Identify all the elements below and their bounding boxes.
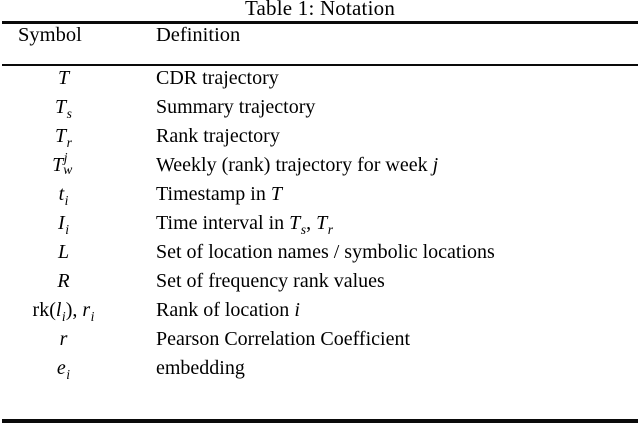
table-row: Ii Time interval in Ts, Tr — [0, 209, 640, 238]
symbol-glyph-r: r — [59, 328, 68, 350]
table-row: T CDR trajectory — [0, 64, 640, 93]
definition-math-i: i — [294, 299, 300, 321]
symbol-cell: L — [0, 238, 143, 267]
symbol-cell: Ts — [0, 93, 143, 122]
spacer-cell-definition — [143, 0, 640, 24]
definition-cell: Weekly (rank) trajectory for week j — [143, 151, 640, 180]
definition-cell: Time interval in Ts, Tr — [143, 209, 640, 238]
table-header-row: Symbol Definition — [0, 24, 640, 64]
symbol-glyph-l: l — [55, 299, 62, 321]
symbol-cell: r — [0, 325, 143, 354]
table-caption: Table 1: Notation — [244, 0, 396, 20]
definition-text: Weekly (rank) trajectory for week — [156, 154, 433, 176]
caption-spacer-row — [0, 0, 640, 24]
definition-cell: Set of location names / symbolic locatio… — [143, 238, 640, 267]
table-row: ei embedding — [0, 354, 640, 383]
notation-table: Symbol Definition T CDR trajectory Ts Su… — [0, 0, 640, 383]
spacer-cell-symbol — [0, 0, 143, 24]
symbol-separator: ), — [65, 299, 83, 321]
definition-text: Rank trajectory — [156, 125, 280, 147]
table-caption-clip: Table 1: Notation — [0, 0, 640, 21]
symbol-subscript-r: r — [66, 135, 72, 150]
symbol-subscript-i: i — [66, 367, 71, 382]
table-row: Tr Rank trajectory — [0, 122, 640, 151]
definition-text: Summary trajectory — [156, 96, 316, 118]
symbol-glyph-r: r — [82, 299, 91, 321]
definition-math-Ts: T — [289, 212, 301, 234]
definition-text: Timestamp in — [156, 183, 271, 205]
table-row: Ts Summary trajectory — [0, 93, 640, 122]
symbol-subscript-i: i — [65, 222, 69, 237]
symbol-subscript-i: i — [61, 309, 66, 324]
symbol-cell: ei — [0, 354, 143, 383]
definition-cell: Timestamp in T — [143, 180, 640, 209]
symbol-operator-rk: rk( — [32, 299, 56, 321]
symbol-glyph-T: T — [55, 96, 67, 118]
definition-cell: Set of frequency rank values — [143, 267, 640, 296]
symbol-subscript-s: s — [66, 106, 72, 121]
symbol-glyph-R: R — [57, 270, 70, 292]
table-row: R Set of frequency rank values — [0, 267, 640, 296]
definition-math-Tr: T — [316, 212, 328, 234]
symbol-glyph-I: I — [58, 212, 65, 234]
definition-cell: Rank trajectory — [143, 122, 640, 151]
definition-subscript-r: r — [327, 222, 333, 237]
table-bottomrule — [2, 419, 638, 423]
symbol-superscript-j: j — [63, 149, 68, 165]
definition-text: Rank of location — [156, 299, 295, 321]
symbol-glyph-T: T — [57, 67, 70, 89]
symbol-cell: Tr — [0, 122, 143, 151]
symbol-subscript-w: w — [63, 162, 73, 178]
column-header-symbol: Symbol — [18, 24, 82, 46]
table-row: rk(li), ri Rank of location i — [0, 296, 640, 325]
definition-subscript-s: s — [300, 222, 307, 237]
definition-cell: Pearson Correlation Coefficient — [143, 325, 640, 354]
symbol-glyph-T: T — [55, 125, 67, 147]
symbol-cell: ti — [0, 180, 143, 209]
definition-cell: Rank of location i — [143, 296, 640, 325]
column-header-definition: Definition — [156, 24, 241, 46]
definition-text: CDR trajectory — [156, 67, 279, 89]
definition-text: Set of frequency rank values — [156, 270, 385, 292]
symbol-cell: R — [0, 267, 143, 296]
definition-text: embedding — [156, 357, 245, 379]
symbol-glyph-e: e — [56, 357, 66, 379]
definition-math-j: j — [432, 154, 439, 176]
definition-comma: , — [306, 212, 317, 234]
table-row: L Set of location names / symbolic locat… — [0, 238, 640, 267]
symbol-subscript-i: i — [64, 193, 69, 208]
table-toprule — [2, 21, 638, 24]
table-midrule — [2, 64, 638, 66]
symbol-glyph-t: t — [58, 183, 65, 205]
definition-cell: Summary trajectory — [143, 93, 640, 122]
definition-math-T: T — [270, 183, 282, 205]
table-row: r Pearson Correlation Coefficient — [0, 325, 640, 354]
symbol-cell: Ii — [0, 209, 143, 238]
symbol-subscript-i: i — [90, 309, 95, 324]
definition-text: Time interval in — [156, 212, 290, 234]
table-row: ti Timestamp in T — [0, 180, 640, 209]
definition-cell: embedding — [143, 354, 640, 383]
symbol-glyph-L: L — [57, 241, 70, 263]
definition-text: Set of location names / symbolic locatio… — [156, 241, 495, 263]
definition-cell: CDR trajectory — [143, 64, 640, 93]
symbol-cell: T — [0, 64, 143, 93]
definition-text: Pearson Correlation Coefficient — [156, 328, 411, 350]
symbol-cell: rk(li), ri — [0, 296, 143, 325]
symbol-glyph-T: T — [52, 154, 64, 176]
